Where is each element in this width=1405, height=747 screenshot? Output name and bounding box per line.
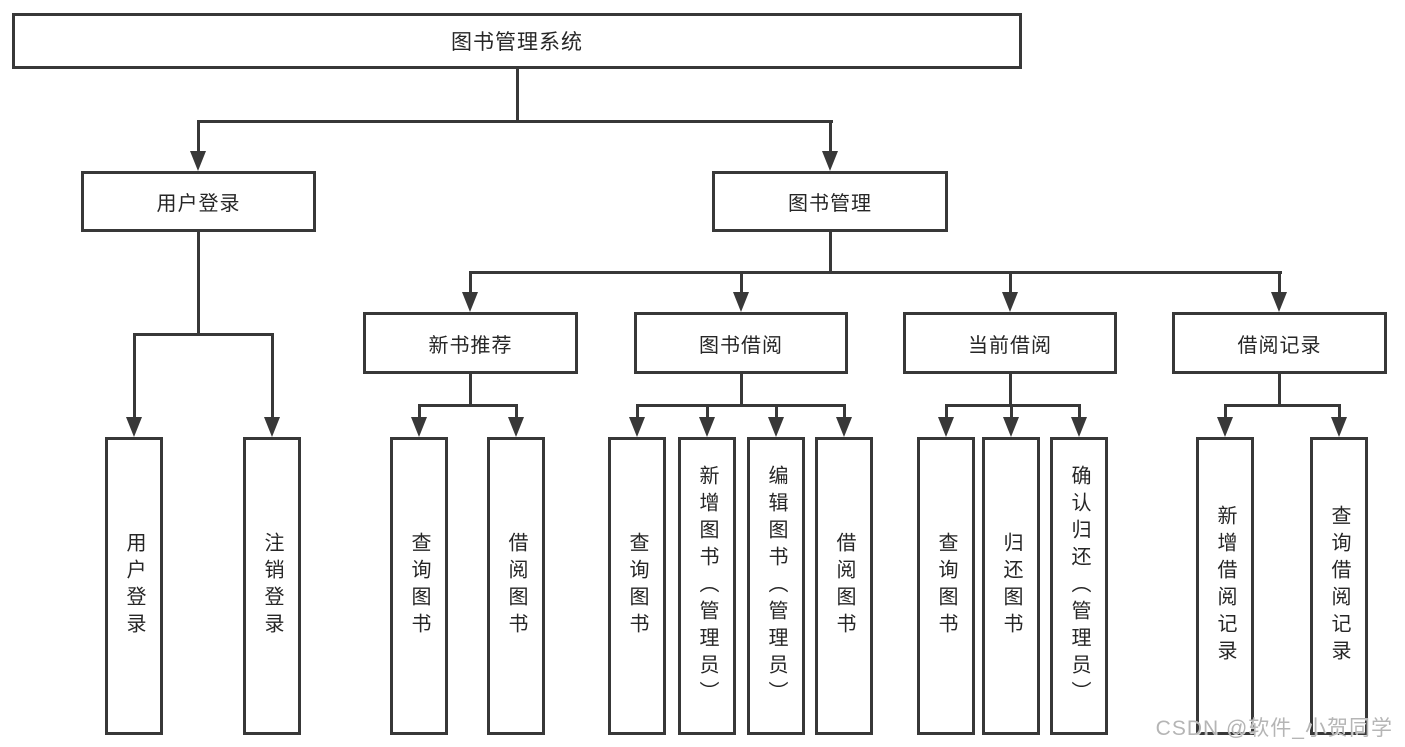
- arrow-to-new-book-recommend: [462, 292, 478, 312]
- connector-newbook-stem: [469, 374, 472, 406]
- arrow-to-leaf-user-login: [126, 417, 142, 437]
- connector-current-stub-3: [1078, 404, 1081, 418]
- connector-newbook-stub-2: [515, 404, 518, 418]
- connector-bookmgmt-stub-2: [740, 271, 743, 294]
- connector-bookmgmt-stub-4: [1278, 271, 1281, 294]
- arrow-to-borrow-borrow-book: [836, 417, 852, 437]
- connector-root-stem: [516, 68, 519, 122]
- leaf-user-login-label: 用户登录: [123, 532, 145, 640]
- node-current-borrow: 当前借阅: [903, 312, 1117, 374]
- connector-records-stem: [1278, 374, 1281, 406]
- leaf-record-add-label: 新增借阅记录: [1214, 505, 1236, 667]
- connector-userlogin-stem: [197, 232, 200, 335]
- leaf-record-add: 新增借阅记录: [1196, 437, 1254, 735]
- leaf-borrow-edit-book-label: 编辑图书（管理员）: [765, 464, 787, 708]
- connector-newbook-stub-1: [418, 404, 421, 418]
- arrow-to-record-query: [1331, 417, 1347, 437]
- leaf-current-confirm-return: 确认归还（管理员）: [1050, 437, 1108, 735]
- arrow-to-current-return: [1003, 417, 1019, 437]
- connector-root-stub-left: [197, 120, 200, 153]
- connector-userlogin-stub-1: [133, 333, 136, 418]
- leaf-newbook-borrow: 借阅图书: [487, 437, 545, 735]
- leaf-borrow-add-book-label: 新增图书（管理员）: [696, 464, 718, 708]
- connector-bookborrow-stub-2: [706, 404, 709, 418]
- connector-records-stub-1: [1224, 404, 1227, 418]
- leaf-borrow-borrow-book-label: 借阅图书: [833, 532, 855, 640]
- connector-current-stub-1: [945, 404, 948, 418]
- leaf-borrow-edit-book: 编辑图书（管理员）: [747, 437, 805, 735]
- leaf-current-confirm-return-label: 确认归还（管理员）: [1068, 464, 1090, 708]
- leaf-newbook-query-label: 查询图书: [408, 532, 430, 640]
- leaf-current-return-label: 归还图书: [1000, 532, 1022, 640]
- leaf-borrow-add-book: 新增图书（管理员）: [678, 437, 736, 735]
- connector-records-rail: [1224, 404, 1341, 407]
- arrow-to-current-query: [938, 417, 954, 437]
- leaf-record-query: 查询借阅记录: [1310, 437, 1368, 735]
- leaf-user-login: 用户登录: [105, 437, 163, 735]
- arrow-to-current-confirm-return: [1071, 417, 1087, 437]
- connector-root-stub-right: [829, 120, 832, 153]
- node-book-management: 图书管理: [712, 171, 948, 232]
- node-user-login: 用户登录: [81, 171, 316, 232]
- leaf-newbook-query: 查询图书: [390, 437, 448, 735]
- connector-bookmgmt-stub-1: [469, 271, 472, 294]
- arrow-to-borrow-records: [1271, 292, 1287, 312]
- connector-bookmgmt-stub-3: [1009, 271, 1012, 294]
- connector-root-rail: [197, 120, 833, 123]
- node-root: 图书管理系统: [12, 13, 1022, 69]
- arrow-to-record-add: [1217, 417, 1233, 437]
- leaf-borrow-query: 查询图书: [608, 437, 666, 735]
- connector-userlogin-rail: [133, 333, 274, 336]
- leaf-current-query-label: 查询图书: [935, 532, 957, 640]
- connector-bookborrow-stem: [740, 374, 743, 406]
- arrow-to-book-management: [822, 151, 838, 171]
- leaf-borrow-borrow-book: 借阅图书: [815, 437, 873, 735]
- connector-bookmgmt-stem: [829, 232, 832, 273]
- leaf-current-query: 查询图书: [917, 437, 975, 735]
- node-book-borrow: 图书借阅: [634, 312, 848, 374]
- arrow-to-newbook-borrow: [508, 417, 524, 437]
- arrow-to-borrow-add-book: [699, 417, 715, 437]
- arrow-to-leaf-logout: [264, 417, 280, 437]
- leaf-newbook-borrow-label: 借阅图书: [505, 532, 527, 640]
- arrow-to-user-login: [190, 151, 206, 171]
- arrow-to-current-borrow: [1002, 292, 1018, 312]
- arrow-to-newbook-query: [411, 417, 427, 437]
- connector-bookborrow-stub-3: [775, 404, 778, 418]
- leaf-logout-label: 注销登录: [261, 532, 283, 640]
- connector-userlogin-stub-2: [271, 333, 274, 418]
- watermark: CSDN @软件_小贺同学: [1155, 717, 1393, 740]
- arrow-to-borrow-edit-book: [768, 417, 784, 437]
- connector-newbook-rail: [418, 404, 518, 407]
- node-new-book-recommend: 新书推荐: [363, 312, 578, 374]
- connector-bookborrow-rail: [636, 404, 846, 407]
- connector-bookborrow-stub-1: [636, 404, 639, 418]
- leaf-record-query-label: 查询借阅记录: [1328, 505, 1350, 667]
- leaf-logout: 注销登录: [243, 437, 301, 735]
- leaf-borrow-query-label: 查询图书: [626, 532, 648, 640]
- connector-bookborrow-stub-4: [843, 404, 846, 418]
- arrow-to-book-borrow: [733, 292, 749, 312]
- connector-records-stub-2: [1338, 404, 1341, 418]
- connector-current-stub-2: [1010, 404, 1013, 418]
- connector-current-stem: [1009, 374, 1012, 406]
- leaf-current-return: 归还图书: [982, 437, 1040, 735]
- connector-current-rail: [945, 404, 1081, 407]
- connector-bookmgmt-rail: [469, 271, 1282, 274]
- node-borrow-records: 借阅记录: [1172, 312, 1387, 374]
- arrow-to-borrow-query: [629, 417, 645, 437]
